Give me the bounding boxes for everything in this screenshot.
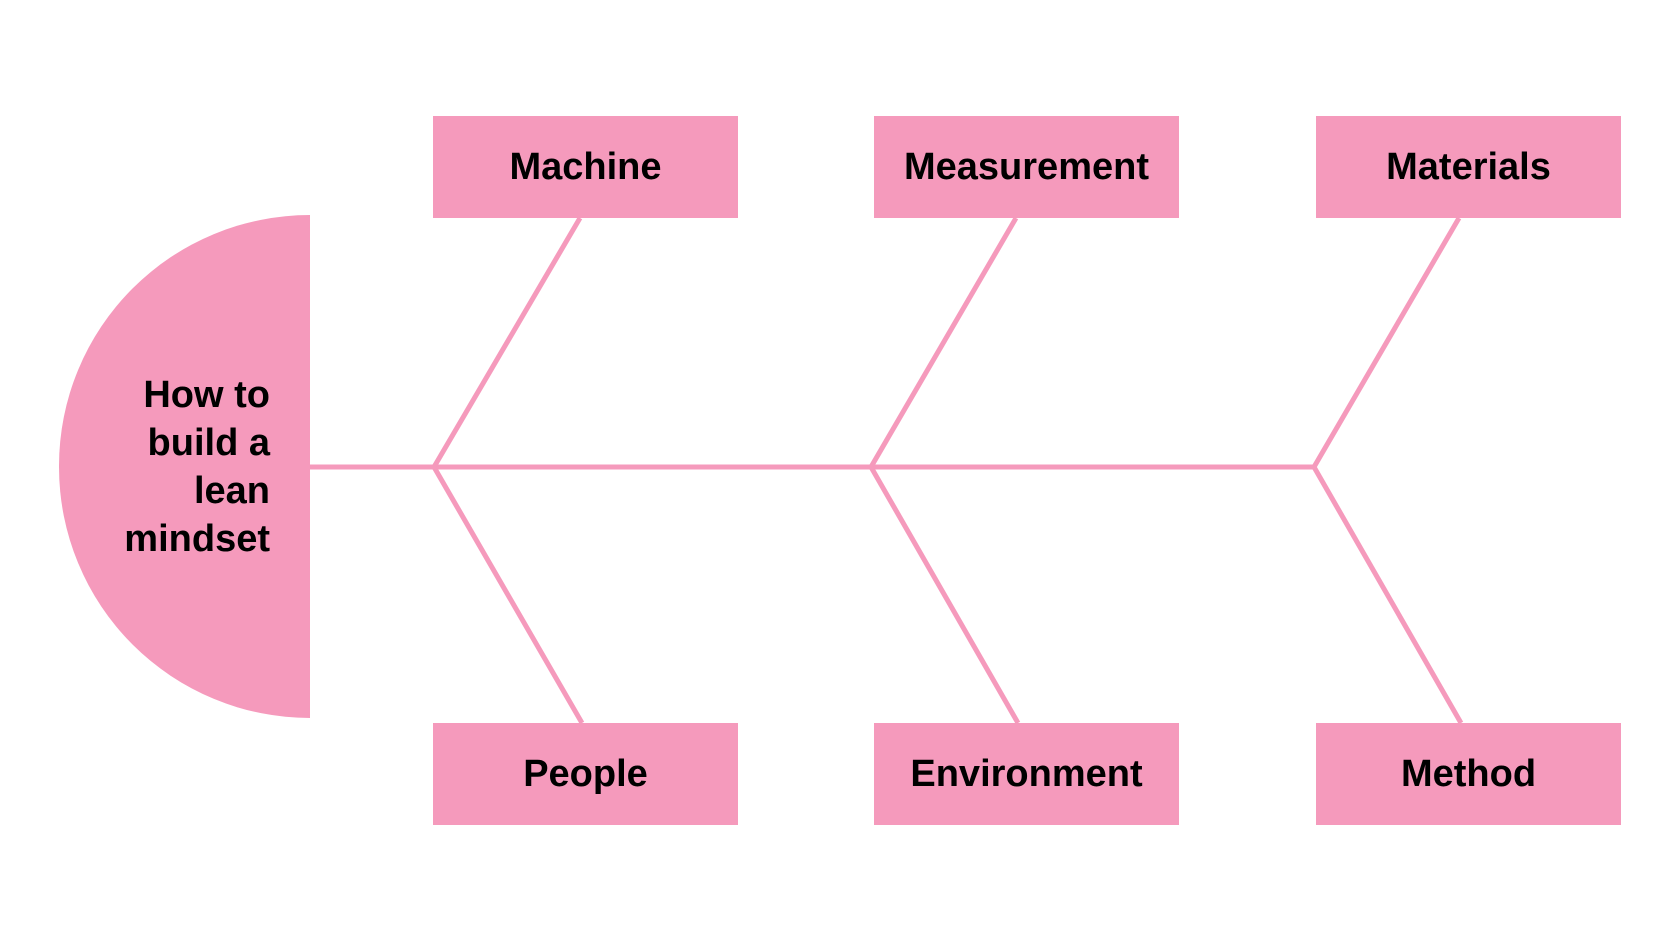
category-label-machine: Machine — [509, 145, 662, 188]
bone-people — [431, 465, 585, 725]
category-label-measurement: Measurement — [904, 145, 1149, 188]
category-box-measurement: Measurement — [874, 116, 1179, 218]
bone-environment — [868, 465, 1021, 725]
bone-measurement — [868, 216, 1019, 469]
category-box-materials: Materials — [1316, 116, 1621, 218]
category-box-people: People — [433, 723, 738, 825]
bone-method — [1311, 465, 1464, 725]
category-label-method: Method — [1400, 752, 1537, 795]
problem-label: How to build a lean mindset — [124, 373, 270, 560]
category-label-environment: Environment — [910, 752, 1143, 795]
bone-machine — [431, 216, 583, 469]
category-box-machine: Machine — [433, 116, 738, 218]
category-label-materials: Materials — [1386, 145, 1551, 188]
bone-materials — [1311, 216, 1462, 469]
category-label-people: People — [523, 752, 648, 795]
category-box-method: Method — [1316, 723, 1621, 825]
category-box-environment: Environment — [874, 723, 1179, 825]
